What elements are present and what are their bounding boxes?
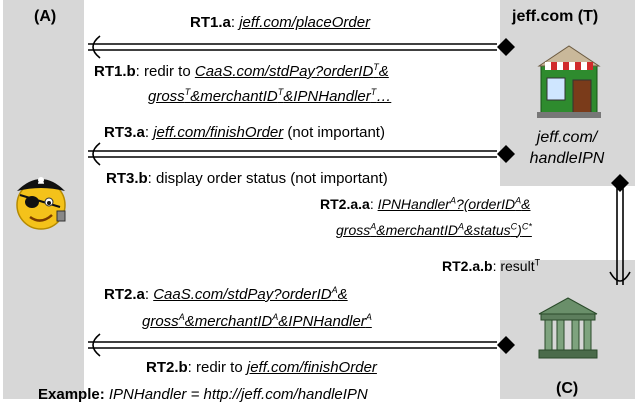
rt1a-sep: : — [230, 14, 240, 31]
rt2aa-id: RT2.a.a — [320, 196, 370, 212]
rt2a-url: CaaS.com/stdPay?orderIDA& — [153, 285, 348, 304]
rt2b-url: jeff.com/finishOrder — [246, 359, 377, 376]
rt3a-label: RT3.a: jeff.com/finishOrder (not importa… — [104, 124, 385, 141]
rt2aa-line2: grossA&merchantIDA&statusC)C* — [336, 222, 532, 239]
rt2aa-url: IPNHandlerA?(orderIDA& — [377, 195, 531, 212]
rt1b-id: RT1.b — [94, 63, 136, 80]
rt2aa-line1: RT2.a.a: IPNHandlerA?(orderIDA& — [320, 196, 530, 213]
bank-icon — [538, 297, 598, 359]
rt3a-sep: : — [144, 124, 154, 141]
example-bold: Example: — [38, 386, 105, 403]
example-rest: IPNHandler = http://jeff.com/handleIPN — [104, 386, 368, 403]
rt1a-url: jeff.com/placeOrder — [239, 14, 371, 31]
handler-line-1: jeff.com/ — [536, 129, 598, 146]
rt2a-sep: : — [144, 286, 154, 303]
diamond-rt2aa — [611, 174, 629, 192]
handler-line-2: handleIPN — [529, 150, 605, 167]
merchant-handler-label: jeff.com/ handleIPN — [504, 127, 630, 169]
rt1b-params: grossT&merchantIDT&IPNHandlerT… — [148, 87, 392, 106]
rt2ab-label: RT2.a.b: resultT — [442, 258, 540, 275]
rt2aa-sep: : — [369, 196, 378, 212]
diamond-rt3 — [497, 145, 515, 163]
rt3b-id: RT3.b — [106, 170, 148, 187]
rt2b-pre: : redir to — [187, 359, 247, 376]
arrow-rt1a-head — [92, 35, 101, 59]
rt2ab-sup: T — [534, 257, 541, 268]
diamond-rt2 — [497, 336, 515, 354]
attacker-label: (A) — [34, 8, 57, 25]
rt2ab-text: : result — [492, 258, 535, 274]
rt3b-text: : display order status (not important) — [147, 170, 388, 187]
arrow-rt2aa-head — [609, 271, 631, 282]
rt3a-url: jeff.com/finishOrder — [153, 124, 284, 141]
rt2a-line1: RT2.a: CaaS.com/stdPay?orderIDA& — [104, 285, 348, 304]
store-icon — [537, 45, 601, 118]
rt2b-id: RT2.b — [146, 359, 188, 376]
rt2a-line2: grossA&merchantIDA&IPNHandlerA — [142, 312, 372, 331]
rt1a-label: RT1.a: jeff.com/placeOrder — [190, 14, 370, 31]
diamond-rt1 — [497, 38, 515, 56]
caas-panel — [500, 260, 635, 399]
rt1a-id: RT1.a — [190, 14, 231, 31]
example-footer: Example: IPNHandler = http://jeff.com/ha… — [38, 386, 368, 403]
arrow-rt2a-head — [92, 333, 101, 357]
rt1b-pre: : redir to — [135, 63, 195, 80]
rt3b-label: RT3.b: display order status (not importa… — [106, 170, 388, 187]
rt2aa-params: grossA&merchantIDA&statusC)C* — [336, 221, 532, 238]
rt2b-label: RT2.b: redir to jeff.com/finishOrder — [146, 359, 377, 376]
rt1b-line1: RT1.b: redir to CaaS.com/stdPay?orderIDT… — [94, 62, 389, 81]
rt3a-note: (not important) — [283, 124, 385, 141]
caas-label: (C) — [556, 380, 579, 397]
rt3a-id: RT3.a — [104, 124, 145, 141]
arrow-rt3a-head — [92, 142, 101, 166]
rt1b-url: CaaS.com/stdPay?orderIDT& — [194, 62, 389, 81]
rt2a-params: grossA&merchantIDA&IPNHandlerA — [142, 312, 372, 331]
merchant-label: jeff.com (T) — [512, 8, 599, 25]
rt2ab-id: RT2.a.b — [442, 258, 493, 274]
pirate-icon — [16, 177, 66, 230]
rt2a-id: RT2.a — [104, 286, 145, 303]
rt1b-line2: grossT&merchantIDT&IPNHandlerT… — [148, 87, 392, 106]
